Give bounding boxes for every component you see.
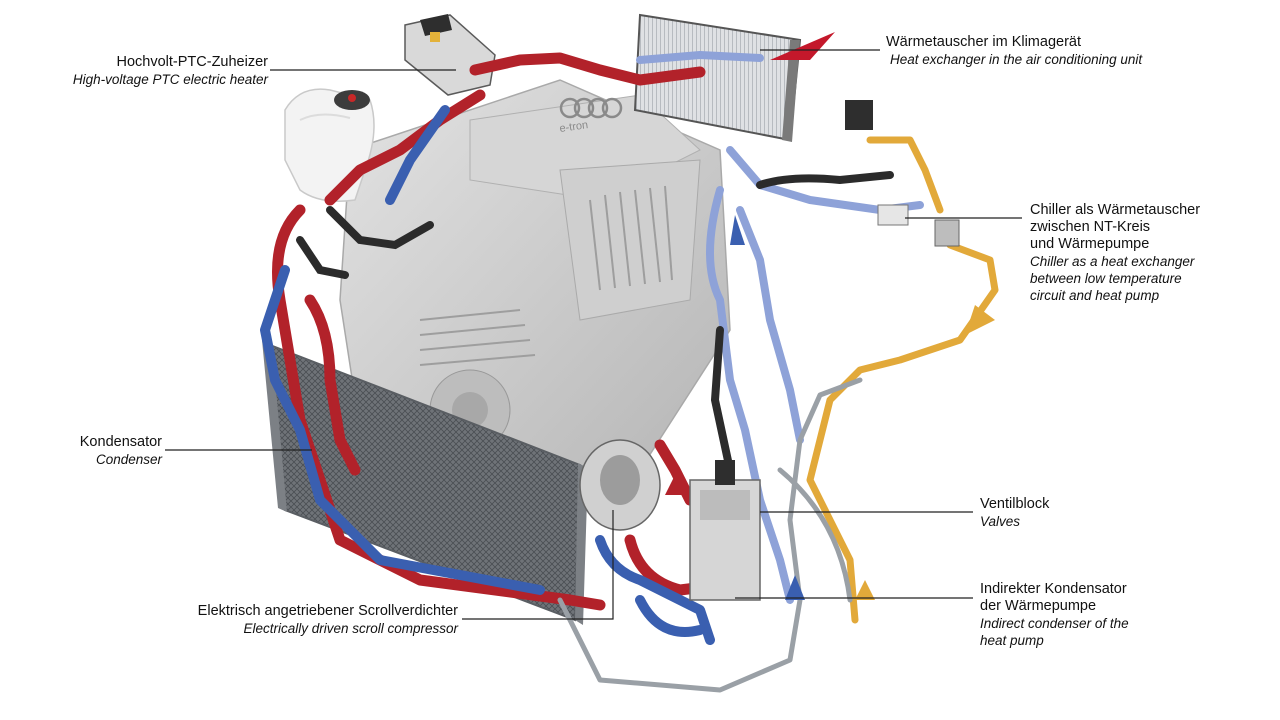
- gold-refrigerant-lines: [806, 136, 999, 624]
- cold-coolant-lines: [260, 105, 715, 645]
- label-chiller-en-3: circuit and heat pump: [1030, 288, 1160, 303]
- engine-cover-ribs: [419, 185, 673, 366]
- label-ptc-heater: Hochvolt-PTC-Zuheizer High-voltage PTC e…: [40, 54, 268, 88]
- expansion-tank: [284, 88, 375, 202]
- scroll-compressor: [579, 439, 661, 531]
- hot-coolant-lines: [272, 52, 726, 611]
- label-compressor: Elektrisch angetriebener Scrollverdichte…: [140, 603, 458, 637]
- label-condenser-en: Condenser: [95, 452, 162, 467]
- label-heat-exchanger-ac-de: Wärmetauscher im Klimagerät: [886, 34, 1081, 50]
- label-condenser-de: Kondensator: [79, 434, 162, 450]
- label-valves: Ventilblock Valves: [980, 496, 1049, 530]
- label-valves-de: Ventilblock: [980, 496, 1050, 512]
- label-compressor-de: Elektrisch angetriebener Scrollverdichte…: [197, 603, 458, 619]
- label-chiller-en-2: between low temperature: [1030, 271, 1182, 286]
- label-chiller-en-1: Chiller as a heat exchanger: [1030, 254, 1195, 269]
- label-heat-exchanger-ac: Wärmetauscher im Klimagerät Heat exchang…: [886, 34, 1142, 68]
- label-chiller-de-3: und Wärmepumpe: [1030, 236, 1150, 252]
- leader-lines: [165, 49, 1022, 620]
- flow-arrows: [665, 215, 995, 600]
- black-hoses: [296, 171, 894, 474]
- label-heat-exchanger-ac-en: Heat exchanger in the air conditioning u…: [890, 52, 1143, 67]
- label-indirect-condenser-en-1: Indirect condenser of the: [980, 616, 1129, 631]
- engine-logo-text: e-tron: [559, 119, 589, 135]
- chiller-unit: [845, 100, 960, 247]
- engine-block: e-tron: [339, 79, 731, 501]
- label-chiller-de-2: zwischen NT-Kreis: [1030, 219, 1151, 235]
- condenser-core: [262, 340, 588, 625]
- label-chiller-de-1: Chiller als Wärmetauscher: [1030, 202, 1201, 218]
- label-valves-en: Valves: [980, 514, 1021, 529]
- label-indirect-condenser-de-1: Indirekter Kondensator: [980, 581, 1127, 597]
- label-condenser: Kondensator Condenser: [40, 434, 162, 468]
- four-rings-logo: [559, 97, 623, 119]
- hvac-heat-exchanger: [633, 13, 835, 142]
- valve-block: [689, 460, 761, 601]
- label-compressor-en: Electrically driven scroll compressor: [243, 621, 458, 636]
- label-indirect-condenser: Indirekter Kondensator der Wärmepumpe In…: [980, 581, 1129, 649]
- label-chiller: Chiller als Wärmetauscher zwischen NT-Kr…: [1030, 202, 1200, 304]
- label-ptc-heater-en: High-voltage PTC electric heater: [72, 72, 268, 87]
- label-indirect-condenser-de-2: der Wärmepumpe: [980, 598, 1097, 614]
- label-ptc-heater-de: Hochvolt-PTC-Zuheizer: [116, 54, 269, 70]
- label-indirect-condenser-en-2: heat pump: [980, 633, 1044, 648]
- ptc-heater-unit: [404, 14, 496, 96]
